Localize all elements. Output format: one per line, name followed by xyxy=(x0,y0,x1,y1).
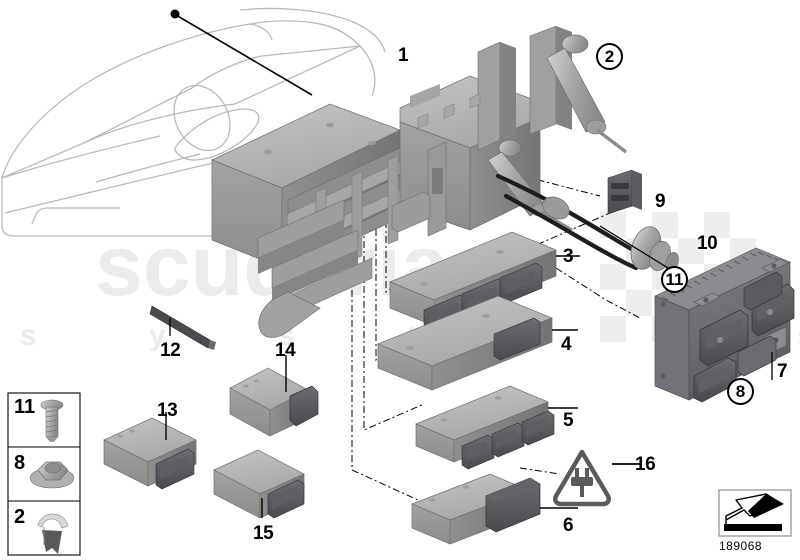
legend-clip-icon xyxy=(37,513,69,554)
module-5-connectors xyxy=(461,410,555,470)
part-15-control-module xyxy=(213,449,305,519)
legend-number-nut: 8 xyxy=(14,452,26,474)
callout-15-control-module: 15 xyxy=(253,523,274,544)
diagram-image-number: 189068 xyxy=(719,539,763,553)
callout-2-fastener: 2 xyxy=(596,43,623,70)
part-9-connector xyxy=(607,169,642,215)
damper-upper xyxy=(546,34,628,154)
module-4-connector xyxy=(493,317,541,361)
callout-1-fuse-carrier: 1 xyxy=(398,45,409,66)
legend-number-clip: 2 xyxy=(14,506,26,528)
part-4-control-module xyxy=(377,295,578,391)
legend-number-screw: 11 xyxy=(14,396,36,418)
part-5-control-module xyxy=(415,385,578,470)
legend-box xyxy=(7,392,81,556)
part-7-power-module xyxy=(654,247,795,403)
vehicle-leader-line xyxy=(175,14,313,96)
callout-5-control-module: 5 xyxy=(563,410,574,431)
legend-screw-icon xyxy=(40,399,64,442)
callout-3-control-module: 3 xyxy=(563,246,574,267)
part-2-damper-pins xyxy=(487,34,628,232)
callout-9-connector: 9 xyxy=(655,191,666,212)
part-16-warning-plug-icon xyxy=(552,449,640,507)
orientation-indicator xyxy=(718,489,792,537)
part-6-control-module xyxy=(411,473,578,545)
callout-10-grommet: 10 xyxy=(697,233,718,254)
cable-harness xyxy=(495,173,643,271)
part-12-rail xyxy=(149,305,216,350)
plug-icon xyxy=(571,468,593,497)
harness-clamp xyxy=(542,196,570,220)
part-1-fuse-carrier xyxy=(211,25,572,338)
callout-14-control-module: 14 xyxy=(275,340,296,361)
callout-6-control-module: 6 xyxy=(563,515,574,536)
callout-11-screw: 11 xyxy=(661,266,688,293)
legend-nut-icon xyxy=(29,461,75,489)
callout-16-warning-plug: 16 xyxy=(635,454,656,475)
part-14-control-module xyxy=(229,355,319,437)
module-14-connector xyxy=(289,385,319,427)
vehicle-outline xyxy=(0,7,386,237)
carrier-lower-shelves xyxy=(257,199,373,338)
callout-13-control-module: 13 xyxy=(157,400,178,421)
callout-12-rail: 12 xyxy=(160,340,181,361)
callout-8-nut: 8 xyxy=(727,378,754,405)
part-13-control-module xyxy=(103,412,197,490)
callout-4-control-module: 4 xyxy=(561,334,572,355)
power-module-connectors xyxy=(693,271,795,403)
callout-7-power-module: 7 xyxy=(777,361,788,382)
